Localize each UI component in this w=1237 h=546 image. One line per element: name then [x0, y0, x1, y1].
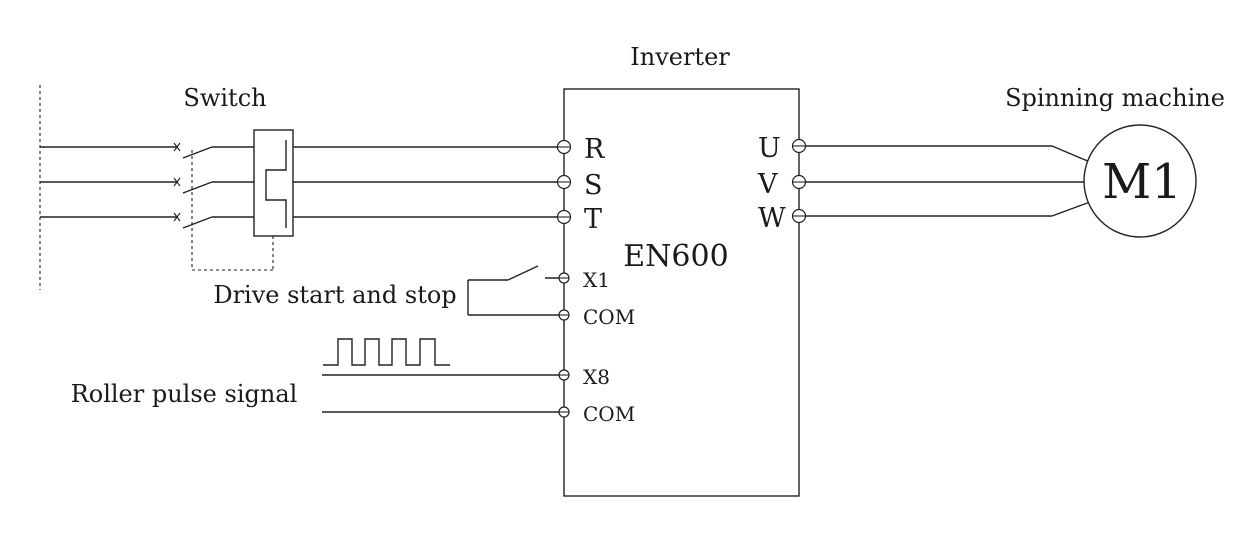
- pulse-waveform: [323, 338, 450, 366]
- spinning-machine-label: Spinning machine: [1005, 84, 1225, 112]
- terminal-v: V: [757, 169, 778, 200]
- inverter-label: Inverter: [630, 43, 730, 71]
- terminal-x1: X1: [583, 268, 610, 292]
- terminal-com-1: COM: [583, 305, 635, 329]
- drive-start-stop-label: Drive start and stop: [213, 281, 456, 309]
- terminal-com-2: COM: [583, 402, 635, 426]
- switch-contacts: [173, 142, 254, 229]
- switch-label: Switch: [183, 84, 266, 112]
- motor-label: M1: [1102, 154, 1182, 210]
- output-wires: [806, 145, 1091, 217]
- terminal-t: T: [584, 204, 602, 235]
- breaker-block: [253, 129, 294, 237]
- terminal-r: R: [584, 134, 605, 165]
- motor-circle: [1083, 124, 1197, 238]
- output-terminal-circles: [791, 138, 807, 224]
- terminal-u: U: [758, 133, 781, 164]
- breaker-symbol: [265, 140, 287, 228]
- terminal-x8: X8: [583, 365, 610, 389]
- model-label: EN600: [623, 239, 728, 274]
- supply-lines: [40, 146, 178, 218]
- terminal-s: S: [584, 170, 603, 201]
- switch-linkage: [191, 150, 274, 271]
- start-stop-circuit: [467, 265, 564, 316]
- input-terminal-circles: [556, 139, 572, 225]
- inverter-box: [563, 88, 800, 497]
- roller-pulse-signal-label: Roller pulse signal: [71, 380, 298, 408]
- input-wires: [293, 146, 557, 218]
- terminal-w: W: [758, 203, 786, 234]
- pulse-signal-wires: [322, 374, 559, 413]
